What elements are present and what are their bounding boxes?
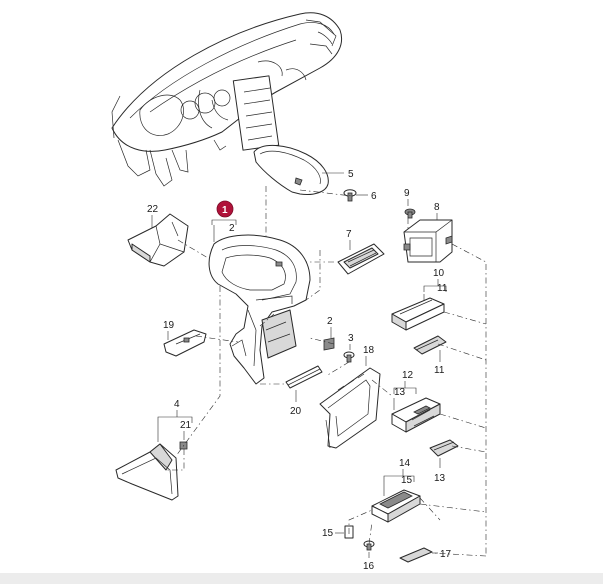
bracket-10 — [423, 285, 447, 292]
part-11-insert[interactable] — [413, 335, 447, 355]
callout-13-top: 13 — [394, 387, 406, 398]
part-5-cover[interactable] — [253, 145, 329, 195]
part-20-strip[interactable] — [285, 365, 323, 389]
part-10-storage-tray[interactable] — [391, 297, 445, 331]
callout-14: 14 — [399, 458, 411, 469]
part-12-compartment[interactable] — [391, 397, 441, 433]
part-14-holder[interactable] — [371, 489, 421, 523]
footer-bar — [0, 573, 603, 584]
part-22-bracket[interactable] — [127, 213, 189, 267]
bracket-1 — [211, 219, 237, 225]
part-9-clip[interactable] — [404, 208, 416, 219]
callout-4: 4 — [174, 399, 180, 410]
callout-18: 18 — [363, 345, 375, 356]
callout-21: 21 — [180, 420, 192, 431]
part-6-screw[interactable] — [343, 189, 357, 202]
part-8-bracket[interactable] — [403, 219, 453, 263]
part-1-center-console[interactable] — [208, 234, 311, 385]
part-19-clip-bracket[interactable] — [163, 329, 207, 357]
callout-6: 6 — [371, 191, 377, 202]
part-17-plate[interactable] — [399, 547, 433, 563]
part-3-screw[interactable] — [343, 351, 355, 363]
callout-11-bottom: 11 — [434, 365, 445, 376]
part-4-side-panel[interactable] — [115, 443, 179, 501]
callout-1: 1 — [222, 205, 228, 216]
callout-3: 3 — [348, 333, 354, 344]
callout-5: 5 — [348, 169, 354, 180]
callout-16: 16 — [363, 561, 375, 572]
callout-20: 20 — [290, 406, 302, 417]
callout-2-small: 2 — [327, 316, 333, 327]
dashboard-overview — [111, 12, 343, 187]
part-18-trim-frame[interactable] — [319, 367, 381, 449]
callout-19: 19 — [163, 320, 175, 331]
callout-2-top: 2 — [229, 223, 235, 234]
callout-12: 12 — [402, 370, 414, 381]
part-13-insert[interactable] — [429, 439, 459, 457]
bracket-4 — [157, 416, 193, 423]
callout-13-bottom: 13 — [434, 473, 446, 484]
callout-22: 22 — [147, 204, 159, 215]
part-2-clip[interactable] — [323, 337, 335, 351]
callout-9: 9 — [404, 188, 410, 199]
callout-15-top: 15 — [401, 475, 413, 486]
callout-7: 7 — [346, 229, 352, 240]
callout-10: 10 — [433, 268, 445, 279]
callout-11-top: 11 — [437, 283, 448, 294]
callout-8: 8 — [434, 202, 440, 213]
callout-15-left: 15 — [322, 528, 334, 539]
assembly-lines — [166, 186, 487, 557]
bracket-14 — [383, 475, 415, 482]
callout-17: 17 — [440, 549, 452, 560]
part-7-vent[interactable] — [337, 243, 385, 275]
part-1-badge: 1 — [216, 200, 234, 218]
